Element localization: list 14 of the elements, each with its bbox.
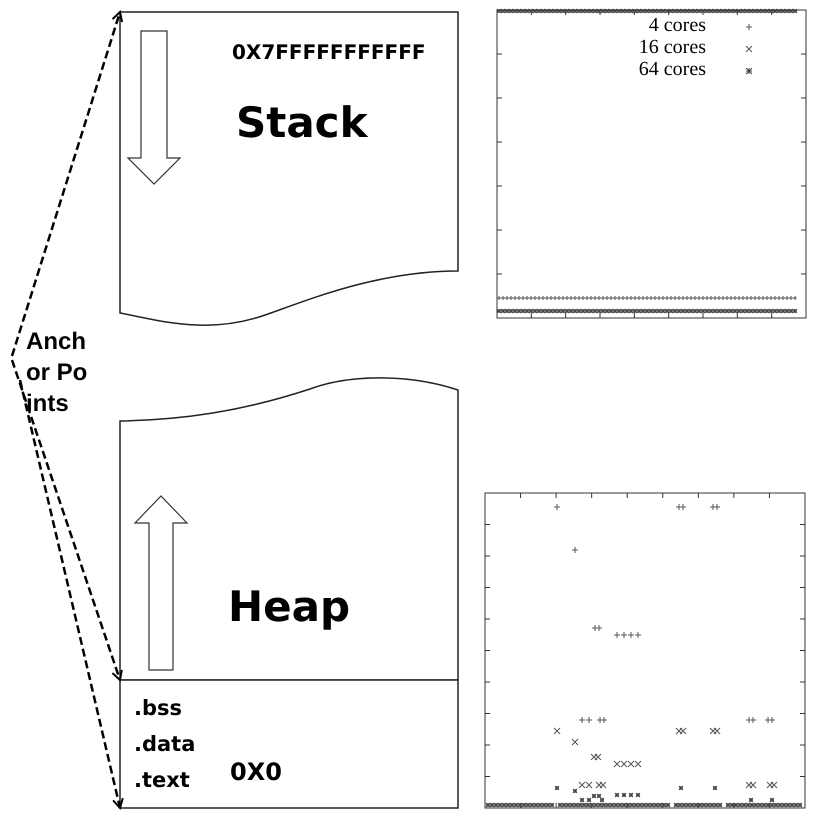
annotation-text: Anchor Points bbox=[26, 327, 88, 420]
dashed-arrow bbox=[10, 360, 123, 681]
segment-title: Heap bbox=[228, 582, 350, 631]
section-label: .data bbox=[134, 732, 196, 756]
dashed-arrow bbox=[18, 380, 124, 809]
segment-title: Stack bbox=[236, 98, 368, 147]
dashed-arrow bbox=[10, 11, 124, 356]
section-label: .bss bbox=[134, 696, 182, 720]
legend-label: 4 cores bbox=[648, 14, 706, 37]
address-label: 0X0 bbox=[230, 758, 282, 786]
legend-label: 64 cores bbox=[638, 58, 706, 81]
address-label: 0X7FFFFFFFFFFF bbox=[232, 40, 426, 64]
section-label: .text bbox=[134, 768, 190, 792]
legend-label: 16 cores bbox=[638, 36, 706, 59]
